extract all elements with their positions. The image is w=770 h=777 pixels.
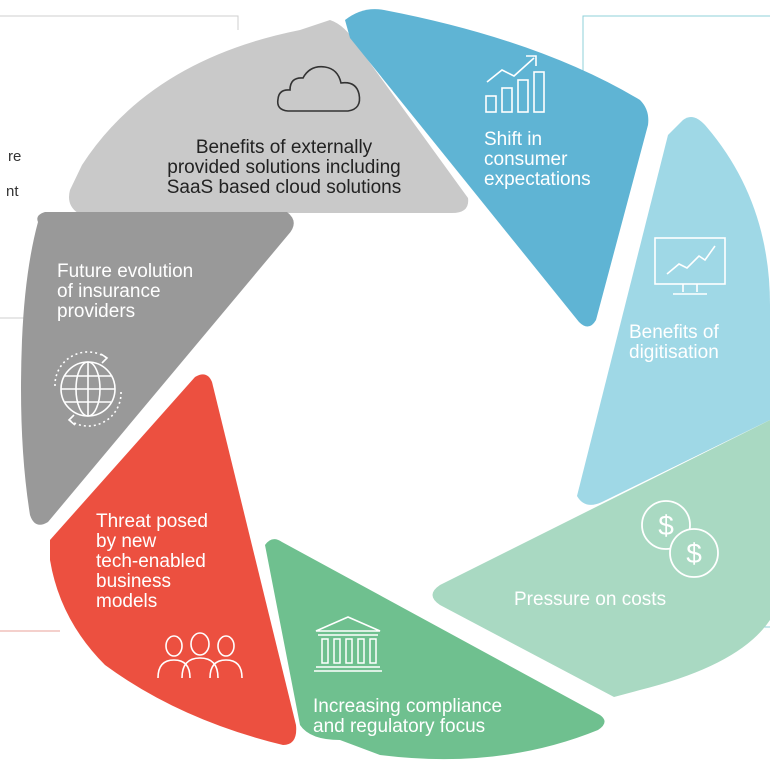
frame-line-top-left (0, 15, 239, 30)
segment-digitisation-line: digitisation (629, 342, 719, 363)
segment-future-line: Future evolution (57, 261, 194, 282)
segment-saas-line: SaaS based cloud solutions (166, 177, 402, 198)
svg-text:$: $ (658, 510, 674, 541)
cloud-icon (276, 63, 364, 115)
segment-threat-label: Threat posed by new tech-enabled busines… (96, 512, 208, 612)
monitor-chart-icon (653, 236, 729, 298)
segment-threat-line: Threat posed (96, 511, 208, 532)
segment-costs[interactable] (432, 420, 770, 697)
dollar-coins-icon: $ $ (638, 497, 722, 581)
bar-chart-growth-icon (484, 52, 550, 114)
segment-costs-label: Pressure on costs (514, 590, 666, 610)
segment-future[interactable] (21, 212, 294, 525)
segment-threat[interactable] (50, 374, 297, 745)
segment-consumer-line: expectations (484, 169, 591, 190)
segment-consumer-line: Shift in (484, 129, 543, 150)
segment-saas[interactable] (69, 20, 469, 213)
segment-consumer-label: Shift in consumer expectations (484, 130, 591, 190)
segment-consumer[interactable] (345, 9, 649, 327)
segment-future-line: providers (57, 301, 136, 322)
segment-threat-line: models (96, 591, 158, 612)
segment-threat-line: by new (96, 531, 157, 552)
globe-refresh-icon (47, 348, 129, 430)
segment-digitisation-line: Benefits of (629, 322, 719, 343)
segment-digitisation-label: Benefits of digitisation (629, 323, 719, 363)
segment-saas-line: Benefits of externally (195, 137, 373, 158)
segment-compliance-line: Increasing compliance (313, 696, 503, 717)
svg-text:$: $ (686, 538, 702, 569)
segment-future-label: Future evolution of insurance providers (57, 262, 193, 322)
people-group-icon (156, 630, 244, 680)
segment-compliance-line: and regulatory focus (313, 716, 486, 737)
segment-digitisation[interactable] (577, 116, 770, 505)
frame-line-top-right (582, 15, 770, 80)
segment-compliance-label: Increasing compliance and regulatory foc… (313, 697, 502, 737)
cropped-text-fragment: nt (6, 183, 19, 200)
segment-costs-line: Pressure on costs (514, 589, 667, 610)
segment-saas-label: Benefits of externally provided solution… (135, 138, 433, 198)
segment-threat-line: business (96, 571, 171, 592)
segment-compliance[interactable] (265, 539, 605, 760)
cropped-text-fragment: re (8, 148, 22, 165)
segment-consumer-line: consumer (484, 149, 568, 170)
segment-saas-line: provided solutions including (167, 157, 401, 178)
segment-threat-line: tech-enabled (96, 551, 206, 572)
bank-building-icon (314, 615, 382, 673)
segment-future-line: of insurance (57, 281, 161, 302)
